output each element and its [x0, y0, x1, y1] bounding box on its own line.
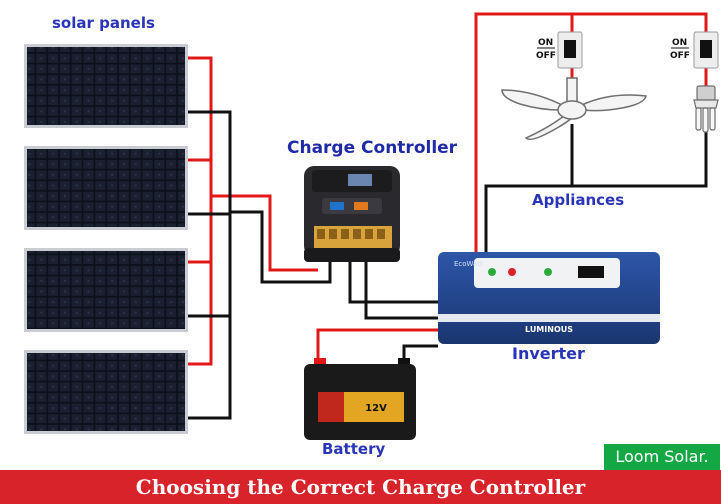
charge-controller: [304, 166, 400, 262]
solar-panel: [24, 350, 188, 434]
battery: 12V: [304, 358, 416, 440]
cfl-bulb-icon: [693, 85, 719, 133]
solar-panels-label: solar panels: [52, 14, 155, 32]
switch-on-label: ON: [538, 38, 553, 48]
title-banner: Choosing the Correct Charge Controller: [0, 470, 721, 504]
inverter-label: Inverter: [512, 344, 585, 363]
wall-switch: ON OFF: [670, 31, 719, 69]
solar-panel: [24, 44, 188, 128]
panel-positive-wiring: [188, 56, 318, 366]
switch-off-label: OFF: [670, 51, 690, 61]
svg-text:EcoWatt: EcoWatt: [454, 260, 483, 268]
solar-panel: [24, 146, 188, 230]
controller-output-wiring: [316, 262, 438, 362]
switch-on-label: ON: [672, 38, 687, 48]
ceiling-fan-icon: [501, 77, 647, 141]
switch-off-label: OFF: [536, 51, 556, 61]
appliance-wiring: [474, 12, 708, 252]
solar-panel: [24, 248, 188, 332]
appliances-label: Appliances: [532, 191, 625, 209]
inverter-brand-text: LUMINOUS: [525, 325, 573, 334]
inverter: LUMINOUS EcoWatt: [438, 252, 660, 344]
battery-voltage-text: 12V: [365, 403, 387, 414]
wall-switch: ON OFF: [536, 31, 583, 69]
charge-controller-label: Charge Controller: [287, 138, 458, 158]
panel-negative-wiring: [188, 110, 332, 420]
battery-label: Battery: [322, 440, 386, 458]
brand-logo: Loom Solar.: [604, 444, 720, 470]
